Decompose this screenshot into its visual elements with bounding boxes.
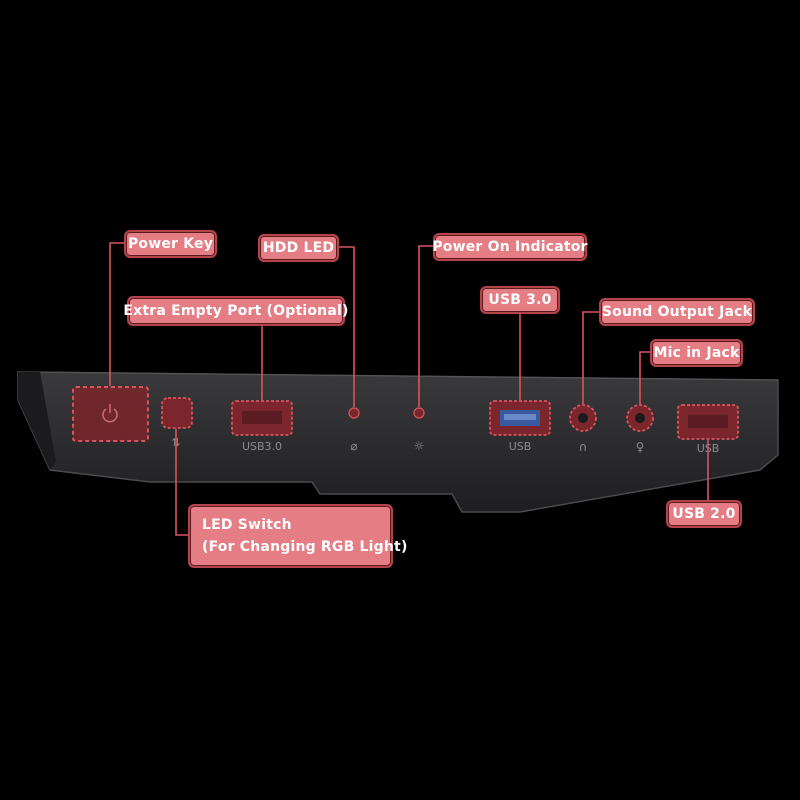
usb30-panel-label: USB [509, 440, 532, 453]
power-key-highlight[interactable] [72, 386, 149, 442]
callout-power-on-indicator: Power On Indicator [432, 233, 588, 261]
callout-mic-text: Mic in Jack [653, 345, 740, 361]
panel-top-edge [39, 371, 779, 381]
callout-mic-in-jack: Mic in Jack [650, 339, 743, 367]
callout-sound-output-jack: Sound Output Jack [599, 298, 755, 326]
microphone-icon: ♀ [636, 440, 645, 454]
callout-usb20: USB 2.0 [666, 500, 742, 528]
callout-usb20-text: USB 2.0 [672, 506, 736, 522]
leader-sound [582, 311, 599, 404]
callout-usb30: USB 3.0 [480, 286, 560, 314]
led-switch-highlight[interactable] [161, 397, 193, 429]
hdd-led [348, 407, 360, 419]
power-on-led [413, 407, 425, 419]
extra-port-label: USB3.0 [242, 440, 282, 453]
extra-port-slot [242, 411, 282, 424]
callout-power-key-text: Power Key [127, 236, 214, 252]
callout-led-switch-line2: (For Changing RGB Light) [202, 539, 408, 555]
callout-led-switch: LED Switch (For Changing RGB Light) [188, 504, 407, 568]
leader-led-switch [175, 429, 188, 536]
leader-mic [639, 351, 650, 404]
leader-power-on [418, 245, 433, 407]
callout-extra-empty-port: Extra Empty Port (Optional) [123, 296, 348, 326]
usb20-slot [688, 415, 728, 428]
callout-power-on-text: Power On Indicator [432, 239, 588, 255]
callout-hdd-led-text: HDD LED [262, 240, 335, 256]
leader-power-key [109, 242, 124, 386]
mic-in-hole [635, 413, 645, 423]
callout-led-switch-line1: LED Switch [202, 517, 292, 533]
sound-output-hole [578, 413, 588, 423]
leader-hdd-led [339, 246, 355, 407]
headphone-icon: ∩ [579, 440, 588, 454]
usb30-slot-inner [504, 414, 536, 420]
callout-sound-text: Sound Output Jack [601, 304, 753, 320]
hdd-led-icon: ⌀ [350, 439, 357, 453]
callout-power-key: Power Key [124, 230, 217, 258]
power-on-icon: ☼ [414, 439, 425, 453]
leader-lines [109, 242, 709, 536]
callout-extra-port-text: Extra Empty Port (Optional) [123, 303, 349, 319]
callout-usb30-text: USB 3.0 [488, 292, 552, 308]
power-icon [102, 404, 118, 423]
callout-hdd-led: HDD LED [258, 234, 339, 262]
panel-left-edge [18, 372, 56, 470]
